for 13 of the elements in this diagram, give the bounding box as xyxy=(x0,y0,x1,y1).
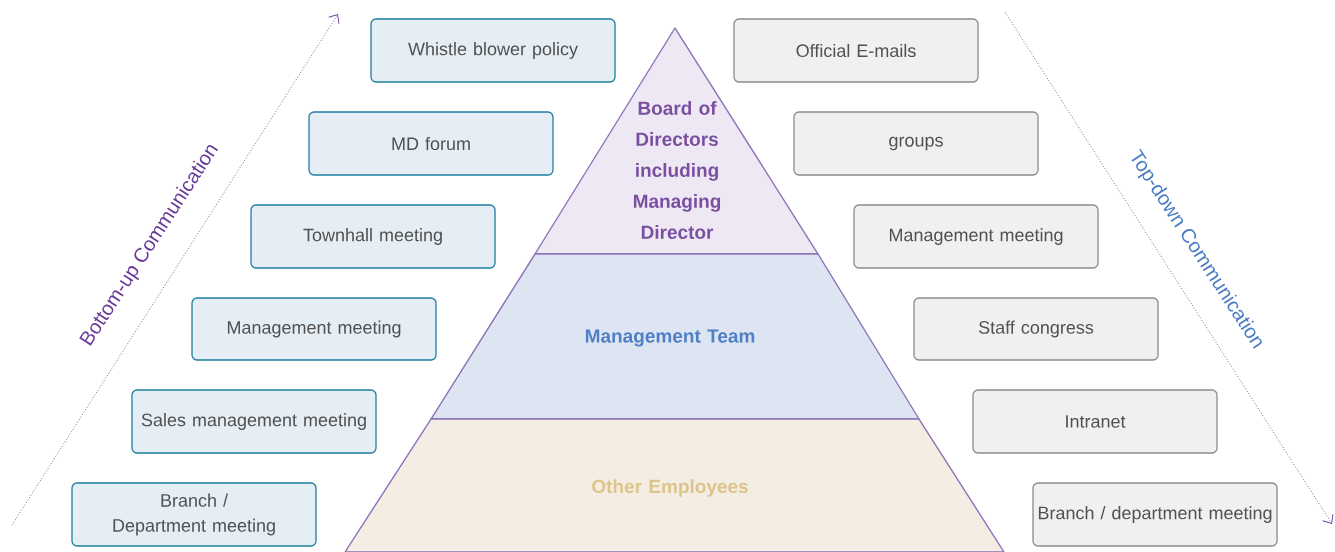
meeting-box: Management meeting xyxy=(191,297,437,361)
meeting-box: groups xyxy=(793,111,1039,176)
meeting-box: Official E-mails xyxy=(733,18,979,83)
meeting-box: Branch / Department meeting xyxy=(71,482,317,547)
meeting-box: Branch / department meeting xyxy=(1032,482,1278,547)
meeting-box: Sales management meeting xyxy=(131,389,377,454)
pyramid-tier: Management Team xyxy=(430,253,920,420)
meeting-box: Staff congress xyxy=(913,297,1159,361)
meeting-box: Intranet xyxy=(972,389,1218,454)
meeting-box: MD forum xyxy=(308,111,554,176)
meeting-box: Townhall meeting xyxy=(250,204,496,269)
meeting-box: Whistle blower policy xyxy=(370,18,616,83)
meeting-box: Management meeting xyxy=(853,204,1099,269)
